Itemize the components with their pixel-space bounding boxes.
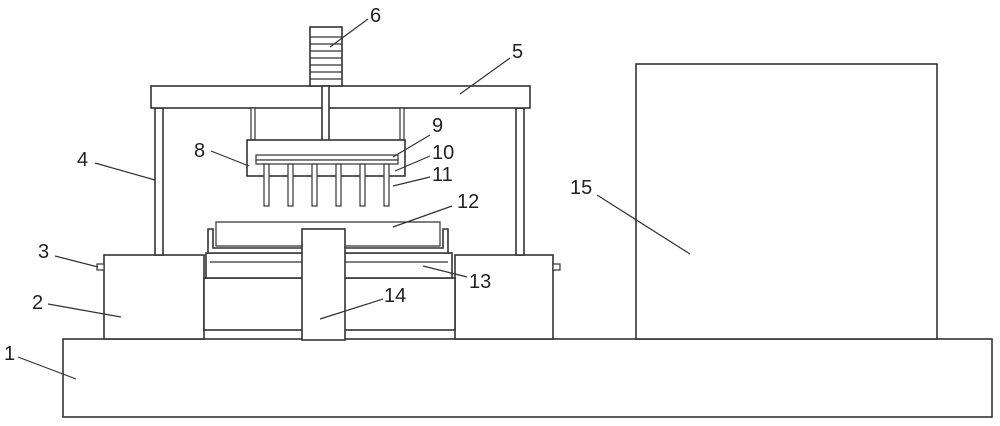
top-beam (150, 85, 531, 109)
press-plate-upper (255, 154, 399, 161)
label-12: 12 (457, 191, 479, 213)
leader-6 (329, 18, 369, 48)
hanger-rod-right (399, 107, 405, 141)
base-plate (62, 338, 993, 418)
press-pin (311, 163, 318, 207)
label-6: 6 (370, 5, 381, 27)
label-9: 9 (432, 115, 443, 137)
leader-15 (596, 194, 691, 255)
press-pin (383, 163, 390, 207)
right-support-block (454, 254, 554, 340)
label-5: 5 (512, 41, 523, 63)
leader-10 (394, 155, 431, 172)
press-plate-lower (255, 159, 399, 165)
label-4: 4 (77, 149, 88, 171)
leader-14 (319, 298, 384, 320)
label-13: 13 (469, 271, 491, 293)
press-pins (263, 163, 390, 207)
centre-column (301, 228, 346, 341)
leader-2 (47, 303, 122, 318)
leader-8 (210, 150, 250, 167)
left-support-block (103, 254, 205, 340)
right-pin (552, 263, 561, 271)
cabinet-box (635, 63, 938, 340)
leader-12 (392, 205, 453, 228)
right-frame-post (515, 107, 525, 256)
left-frame-post (154, 107, 164, 256)
leader-1 (17, 356, 77, 380)
press-pin (287, 163, 294, 207)
label-8: 8 (194, 140, 205, 162)
leader-9 (392, 134, 431, 158)
label-2: 2 (32, 292, 43, 314)
label-1: 1 (4, 343, 15, 365)
label-14: 14 (384, 285, 406, 307)
leader-5 (459, 57, 511, 95)
leader-4 (94, 162, 156, 181)
leader-11 (392, 176, 431, 187)
label-3: 3 (38, 241, 49, 263)
leader-3 (54, 255, 99, 268)
label-11: 11 (432, 164, 453, 186)
left-pin (96, 263, 105, 271)
press-pin (263, 163, 270, 207)
motor-body (309, 26, 343, 87)
hanger-rod-left (250, 107, 256, 141)
press-pin (359, 163, 366, 207)
label-15: 15 (570, 177, 592, 199)
press-pin (335, 163, 342, 207)
label-10: 10 (432, 142, 454, 164)
leader-13 (422, 265, 468, 278)
